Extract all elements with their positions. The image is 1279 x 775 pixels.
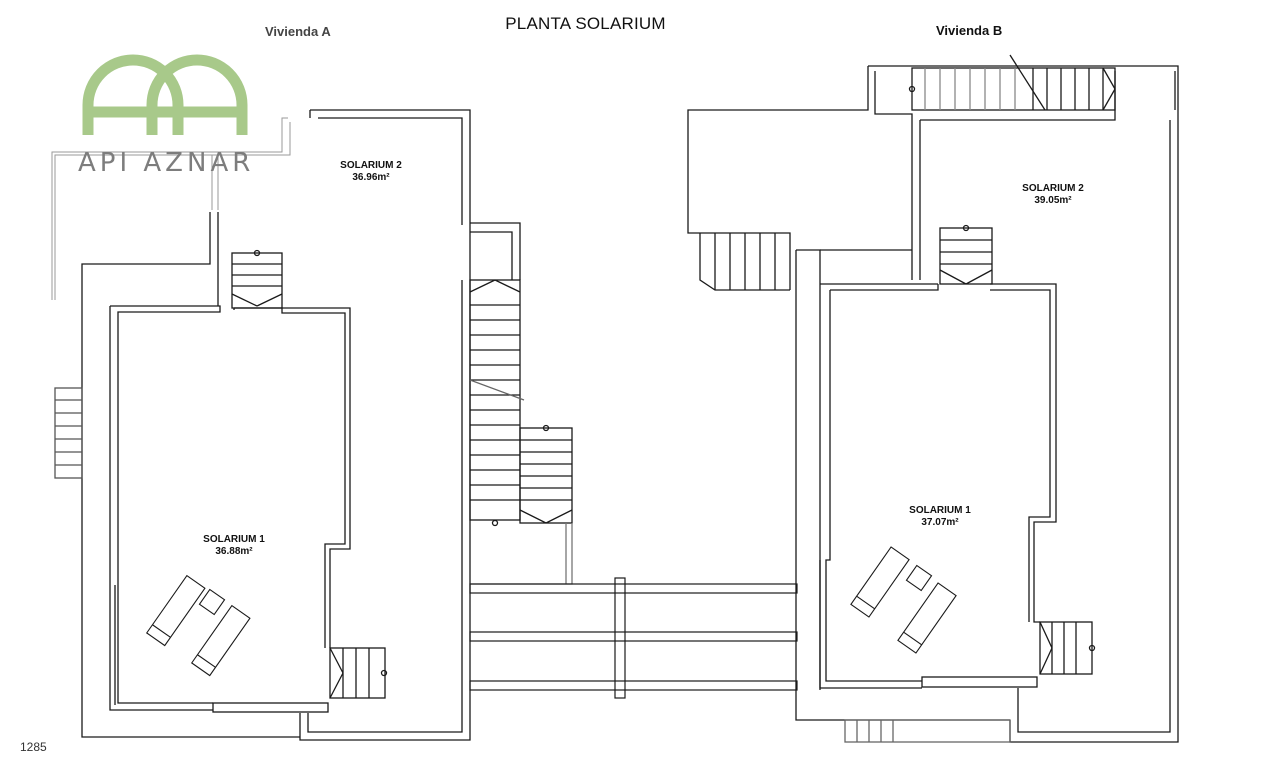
- vivienda-a-left-wall: [81, 212, 300, 738]
- room-area: 36.88m²: [215, 546, 253, 557]
- room-name: SOLARIUM 2: [340, 160, 402, 171]
- room-name: SOLARIUM 1: [909, 505, 971, 516]
- vivienda-b-top-terrace: [868, 65, 1179, 743]
- vivienda-b-side-stair: [699, 233, 790, 291]
- room-label-b-solarium2: SOLARIUM 2 39.05m²: [1013, 183, 1093, 207]
- room-area: 37.07m²: [921, 517, 959, 528]
- vivienda-a-label: Vivienda A: [265, 24, 331, 39]
- vivienda-a-side-stair: [54, 387, 83, 479]
- room-area: 39.05m²: [1034, 195, 1072, 206]
- plan-title: PLANTA SOLARIUM: [505, 14, 666, 33]
- vivienda-b-label: Vivienda B: [936, 23, 1003, 38]
- vivienda-a-outer-wall: [299, 109, 471, 741]
- room-label-a-solarium1: SOLARIUM 1 36.88m²: [194, 534, 274, 558]
- vivienda-b-stair-top: [939, 224, 993, 285]
- vivienda-b-plan: [687, 54, 1179, 743]
- room-name: SOLARIUM 1: [203, 534, 265, 545]
- vivienda-a-solarium1-wall: [110, 305, 221, 704]
- room-area: 36.96m²: [352, 172, 390, 183]
- room-label-b-solarium1: SOLARIUM 1 37.07m²: [900, 505, 980, 529]
- reference-number: 1285: [20, 740, 47, 754]
- central-stairs: [469, 222, 573, 585]
- logo-text: API AZNAR: [78, 148, 255, 178]
- vivienda-a-stair-top: [231, 249, 283, 309]
- vivienda-b-loungers: [850, 546, 957, 654]
- vivienda-b-solarium1-wall: [830, 284, 939, 291]
- vivienda-b-stair-bottom: [1039, 621, 1096, 675]
- vivienda-a-plan: [51, 109, 471, 741]
- vivienda-b-bottom-steps: [844, 719, 1011, 743]
- vivienda-a-parapet: [51, 117, 291, 300]
- room-name: SOLARIUM 2: [1022, 183, 1084, 194]
- api-aznar-logo: [82, 54, 248, 135]
- room-label-a-solarium2: SOLARIUM 2 36.96m²: [331, 160, 411, 184]
- vivienda-a-loungers: [145, 574, 251, 677]
- vivienda-a-stair-bottom: [329, 647, 388, 699]
- walkway: [469, 577, 798, 699]
